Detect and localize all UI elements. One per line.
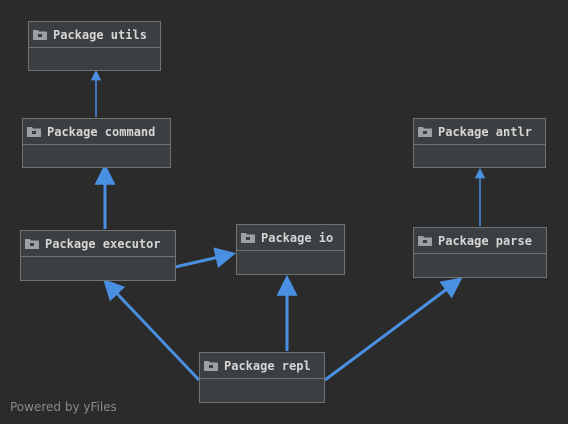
node-title: Package command (47, 124, 156, 139)
edge-executor-to-io (174, 247, 237, 269)
node-title: Package utils (53, 27, 147, 42)
node-package-command[interactable]: Package command (22, 118, 171, 168)
node-title: Package executor (45, 236, 161, 251)
node-package-utils[interactable]: Package utils (28, 21, 161, 71)
folder-icon (33, 30, 47, 40)
edge-repl-to-executor (103, 278, 201, 382)
powered-by-label: Powered by yFiles (10, 400, 117, 414)
node-header: Package executor (21, 231, 175, 257)
node-package-executor[interactable]: Package executor (20, 230, 176, 281)
node-header: Package antlr (414, 119, 545, 145)
node-title: Package repl (224, 358, 311, 373)
node-title: Package parse (438, 233, 532, 248)
edge-repl-to-parse (324, 277, 463, 382)
node-package-repl[interactable]: Package repl (199, 352, 325, 403)
folder-icon (418, 236, 432, 246)
node-header: Package repl (200, 353, 324, 379)
folder-icon (204, 361, 218, 371)
node-package-antlr[interactable]: Package antlr (413, 118, 546, 168)
node-header: Package utils (29, 22, 160, 48)
node-header: Package command (23, 119, 170, 145)
folder-icon (27, 127, 41, 137)
node-header: Package parse (414, 228, 546, 254)
folder-icon (25, 239, 39, 249)
node-title: Package antlr (438, 124, 532, 139)
node-package-parse[interactable]: Package parse (413, 227, 547, 278)
node-package-io[interactable]: Package io (236, 224, 345, 275)
folder-icon (241, 233, 255, 243)
node-header: Package io (237, 225, 344, 251)
node-title: Package io (261, 230, 334, 245)
folder-icon (418, 127, 432, 137)
